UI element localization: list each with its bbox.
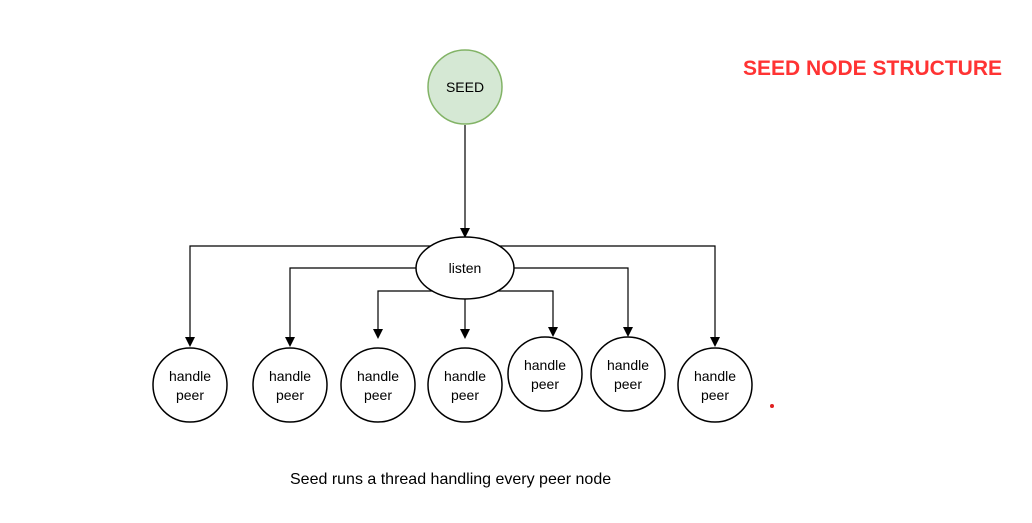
handler-label-line2: peer	[176, 387, 204, 403]
handler-label-line1: handle	[357, 368, 399, 384]
edge-listen-handler-3	[373, 290, 434, 339]
connectors	[185, 125, 720, 347]
listen-label: listen	[449, 260, 482, 276]
handler-6: handle peer	[590, 336, 666, 412]
handler-label-line2: peer	[276, 387, 304, 403]
handler-label-line1: handle	[694, 368, 736, 384]
handler-label-line1: handle	[169, 368, 211, 384]
handler-label-line2: peer	[614, 376, 642, 392]
listen-node: listen	[415, 236, 515, 300]
handler-label-line1: handle	[269, 368, 311, 384]
handler-label-line2: peer	[531, 376, 559, 392]
handler-label-line1: handle	[444, 368, 486, 384]
handler-3: handle peer	[340, 347, 416, 423]
handler-circle	[152, 347, 228, 423]
handler-circle	[340, 347, 416, 423]
edge-listen-handler-5	[496, 290, 558, 337]
handler-circle	[677, 347, 753, 423]
handler-2: handle peer	[252, 347, 328, 423]
handler-circle	[590, 336, 666, 412]
handler-label-line2: peer	[364, 387, 392, 403]
handler-label-line2: peer	[451, 387, 479, 403]
edge-listen-handler-6	[513, 267, 633, 337]
handler-1: handle peer	[152, 347, 228, 423]
edge-listen-handler-2	[285, 267, 417, 347]
edge-listen-handler-1	[185, 245, 438, 347]
edge-listen-handler-7	[492, 245, 720, 347]
seed-node: SEED	[427, 49, 503, 125]
listen-ellipse	[415, 236, 515, 300]
handler-circle	[507, 336, 583, 412]
seed-circle	[427, 49, 503, 125]
handler-label-line2: peer	[701, 387, 729, 403]
handler-circle	[427, 347, 503, 423]
seed-label: SEED	[446, 79, 484, 95]
diagram-title: SEED NODE STRUCTURE	[742, 57, 1002, 80]
handler-7: handle peer	[677, 347, 753, 423]
red-dot-marker	[770, 404, 774, 408]
handler-label-line1: handle	[524, 357, 566, 373]
handler-label-line1: handle	[607, 357, 649, 373]
diagram-caption: Seed runs a thread handling every peer n…	[290, 471, 612, 488]
handler-4: handle peer	[427, 347, 503, 423]
handler-circle	[252, 347, 328, 423]
handler-5: handle peer	[507, 336, 583, 412]
